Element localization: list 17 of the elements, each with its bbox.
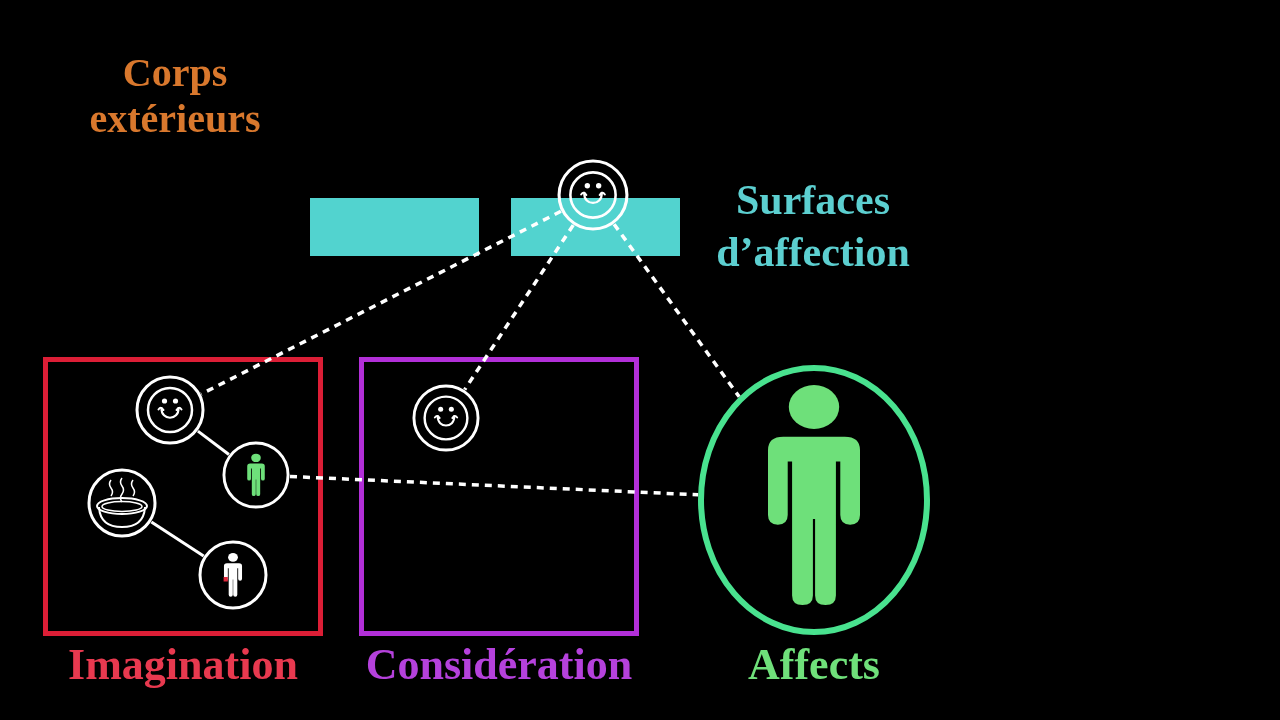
side-label: Surfaces d’affection [715,176,911,277]
dotted-line [200,209,562,396]
corner-label: Corps extérieurs [88,50,262,142]
person-icon [222,441,290,509]
smiley-face-icon [557,159,629,231]
dotted-line [463,224,575,391]
connector-line [150,520,205,558]
frame-label: Imagination [68,639,298,691]
steaming-bowl-icon [87,468,157,538]
frame-label: Considération [365,639,633,691]
smiley-face-icon [135,375,205,445]
person-icon [198,540,268,610]
dotted-line [289,474,699,497]
smiley-face-icon [412,384,480,452]
connector-line [197,429,230,456]
oval-label: Affects [748,639,880,691]
dotted-line [612,223,741,398]
